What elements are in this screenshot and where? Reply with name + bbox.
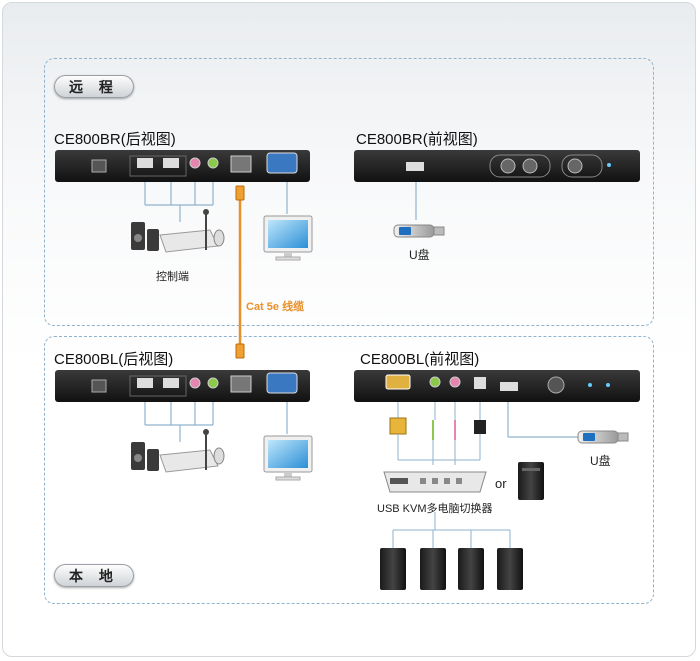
ce800br-rear-title: CE800BR(后视图) xyxy=(54,131,176,148)
cable-label: Cat 5e 线缆 xyxy=(246,301,305,313)
ce800bl-front-title: CE800BL(前视图) xyxy=(360,351,480,368)
ce800br-front-panel xyxy=(354,150,640,182)
local-usb-label: U盘 xyxy=(590,454,611,468)
kvm-to-pc-lines xyxy=(392,512,511,548)
ce800br-front-title: CE800BR(前视图) xyxy=(356,131,478,148)
single-pc xyxy=(518,462,544,500)
remote-monitor xyxy=(263,215,313,261)
cat5e-cable xyxy=(235,185,245,359)
remote-zone-badge: 远 程 xyxy=(54,75,134,98)
kvm-switch-label: USB KVM多电脑切换器 xyxy=(377,503,493,515)
remote-usb-disk xyxy=(393,224,445,238)
remote-console-peripherals xyxy=(131,209,225,253)
ce800bl-front-panel xyxy=(354,370,640,402)
br-rear-wires xyxy=(144,182,417,222)
remote-zone xyxy=(44,58,654,326)
remote-usb-label: U盘 xyxy=(409,248,430,262)
local-console-peripherals xyxy=(131,429,225,473)
pc-group xyxy=(380,548,523,590)
console-label: 控制端 xyxy=(156,271,189,283)
local-zone xyxy=(44,336,654,604)
cpu-cables xyxy=(389,402,486,465)
ce800br-rear-panel xyxy=(55,150,310,182)
ce800bl-rear-panel xyxy=(55,370,310,402)
local-usb-disk xyxy=(577,430,629,444)
ce800bl-rear-title: CE800BL(后视图) xyxy=(54,351,174,368)
bl-rear-wires xyxy=(144,402,578,442)
or-label: or xyxy=(495,476,507,491)
kvm-switch xyxy=(383,471,487,493)
local-monitor xyxy=(263,435,313,481)
local-zone-badge: 本 地 xyxy=(54,564,134,587)
